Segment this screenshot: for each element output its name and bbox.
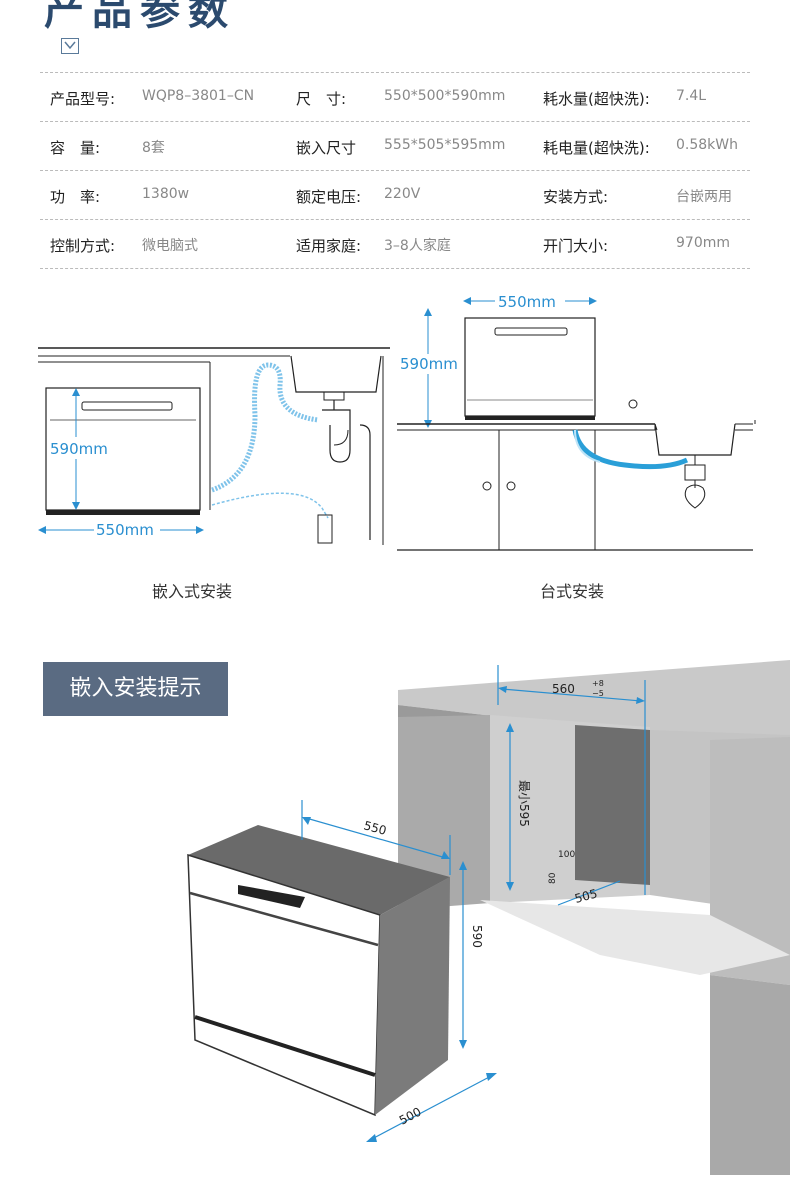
cabinet-width-label: 560 [552, 682, 575, 696]
spec-value: 220V [384, 186, 421, 202]
spec-label: 适用家庭: [296, 237, 362, 255]
tabletop-caption: 台式安装 [540, 582, 605, 601]
spec-value: 550*500*590mm [384, 88, 506, 104]
embedded-width-label: 550mm [96, 521, 154, 539]
tabletop-height-label: 590mm [400, 355, 458, 373]
spec-value: 7.4L [676, 88, 707, 104]
spec-label: 容 量: [50, 139, 101, 157]
spec-label: 控制方式: [50, 237, 116, 255]
unit-width-label: 550 [362, 818, 388, 837]
page-title: 产品参数 [44, 0, 236, 34]
unit-depth-label: 500 [397, 1105, 424, 1128]
spec-label: 嵌入尺寸 [296, 139, 357, 157]
cabinet-height-label: 最小595 [517, 780, 531, 827]
spec-value: 0.58kWh [676, 137, 738, 153]
unit-height-label: 590 [470, 925, 484, 948]
tabletop-width-label: 550mm [498, 293, 556, 311]
install-tips-badge: 嵌入安装提示 [43, 662, 228, 716]
embedded-caption: 嵌入式安装 [152, 582, 233, 601]
spec-value: 8套 [142, 140, 165, 156]
spec-value: 970mm [676, 235, 730, 251]
spec-label: 额定电压: [296, 188, 362, 206]
spec-label: 功 率: [50, 188, 101, 206]
spec-label: 产品型号: [50, 90, 116, 108]
spec-value: WQP8–3801–CN [142, 88, 255, 104]
depth-505-label: 505 [573, 886, 599, 905]
embedded-install-diagram: 590mm 550mm [38, 347, 390, 545]
spec-value: 555*505*595mm [384, 137, 506, 153]
chevron-down-icon [61, 38, 79, 54]
tabletop-install-diagram: 550mm 590mm [397, 293, 756, 551]
spec-row: 控制方式: 微电脑式 适用家庭: 3–8人家庭 开门大小: 970mm [40, 219, 750, 269]
gap-100-label: 100 [558, 850, 575, 860]
spec-row: 产品型号: WQP8–3801–CN 尺 寸: 550*500*590mm 耗水… [40, 72, 750, 121]
spec-label: 耗电量(超快洗): [543, 139, 650, 157]
spec-value: 台嵌两用 [676, 189, 732, 205]
spec-label: 耗水量(超快洗): [543, 90, 650, 108]
spec-table: 产品型号: WQP8–3801–CN 尺 寸: 550*500*590mm 耗水… [40, 72, 750, 269]
spec-value: 微电脑式 [142, 238, 198, 254]
cabinet-tol-plus: +8 [592, 679, 604, 688]
embedded-height-label: 590mm [50, 440, 108, 458]
cabinet-tol-minus: −5 [592, 689, 604, 698]
spec-label: 尺 寸: [296, 90, 347, 108]
spec-label: 开门大小: [543, 237, 609, 255]
gap-80-label: 80 [548, 872, 558, 884]
spec-value: 1380w [142, 186, 190, 202]
spec-label: 安装方式: [543, 188, 609, 206]
spec-row: 功 率: 1380w 额定电压: 220V 安装方式: 台嵌两用 [40, 170, 750, 219]
spec-value: 3–8人家庭 [384, 238, 451, 254]
install-tips-diagram: 560 +8 −5 最小595 100 80 505 550 590 500 [187, 660, 790, 1175]
spec-row: 容 量: 8套 嵌入尺寸 555*505*595mm 耗电量(超快洗): 0.5… [40, 121, 750, 170]
